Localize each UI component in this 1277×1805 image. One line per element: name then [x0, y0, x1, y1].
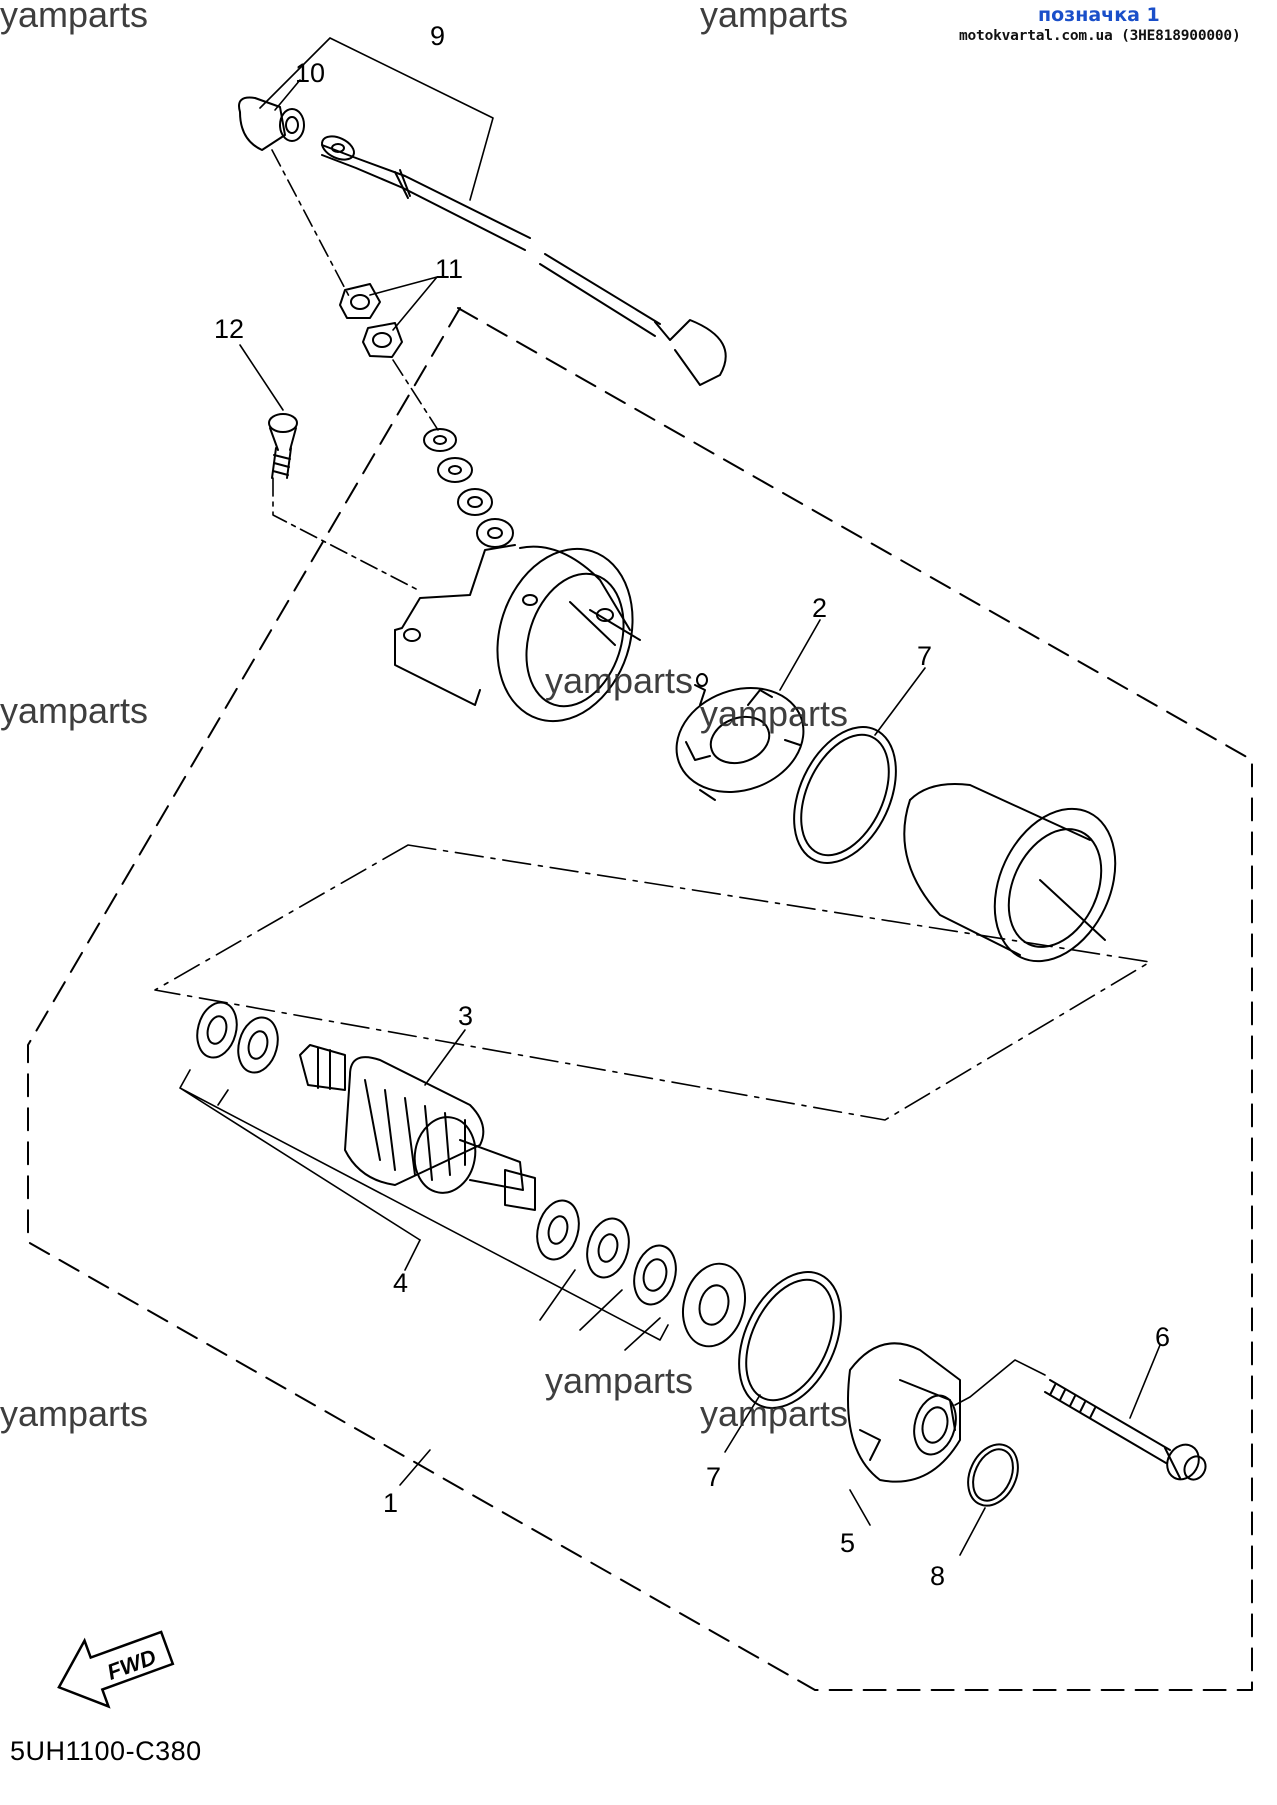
callout-labels-main: 12 2 7 3 4 6 7 5 8 1 — [214, 314, 1170, 1591]
leader-3 — [424, 1029, 466, 1086]
thrust-washers-left — [196, 1001, 279, 1074]
through-bolt-part-6 — [1044, 1379, 1207, 1481]
leader-11 — [369, 276, 438, 331]
leader-9-bracket — [259, 37, 494, 201]
diagram-code: 5UH1100-C380 — [10, 1736, 202, 1766]
leader-4 — [179, 1069, 669, 1351]
armature-part-3 — [299, 1044, 536, 1211]
dash-line-connector-nut — [271, 149, 351, 299]
armature-group-outline — [154, 844, 1151, 1121]
o-ring-part-7-top — [793, 726, 897, 864]
leader-7-top — [874, 667, 926, 736]
bolt-part-12 — [268, 413, 298, 479]
o-ring-part-8 — [967, 1443, 1019, 1507]
callout-9: 9 — [430, 21, 445, 51]
leader-4-stem — [404, 1239, 421, 1271]
leader-6 — [1129, 1344, 1161, 1419]
nut-part-11-a — [339, 283, 381, 319]
yoke-body — [903, 783, 1117, 963]
front-cover-part-5 — [847, 1342, 961, 1483]
watermark-lower-center-a: yamparts — [545, 1360, 694, 1401]
watermark-mid-left: yamparts — [0, 690, 149, 731]
callout-6: 6 — [1155, 1322, 1170, 1352]
callout-7-bottom: 7 — [706, 1462, 721, 1492]
watermark-mid-center-a: yamparts — [545, 660, 694, 701]
callout-5: 5 — [840, 1528, 855, 1558]
leader-1 — [399, 1449, 431, 1486]
watermark-mid-center-b: yamparts — [700, 693, 849, 734]
leader-5 — [849, 1489, 871, 1526]
callout-3: 3 — [458, 1001, 473, 1031]
header-subtitle: motokvartal.com.ua (3HE818900000) — [959, 28, 1241, 44]
washer-stack — [423, 428, 514, 548]
leader-7-bottom — [724, 1394, 761, 1453]
callout-2: 2 — [812, 593, 827, 623]
callout-11: 11 — [435, 254, 463, 284]
rear-cover-housing — [394, 544, 641, 723]
dash-line-washers — [392, 359, 439, 431]
terminal-cover-part-10 — [238, 96, 305, 151]
header-title: позначка 1 — [1038, 4, 1160, 26]
callout-12-text: 12 — [214, 314, 244, 344]
cable-part-9 — [321, 135, 727, 386]
callout-4: 4 — [393, 1268, 408, 1298]
callout-10: 10 — [295, 58, 325, 88]
brush-plate-part-2 — [675, 673, 805, 801]
leader-12 — [239, 344, 284, 411]
callout-7-top: 7 — [917, 641, 932, 671]
leader-8 — [959, 1507, 986, 1556]
o-ring-part-7-bottom — [738, 1271, 842, 1409]
leader-2 — [779, 619, 821, 691]
dash-line-bolt-housing — [272, 477, 419, 591]
watermark-top-left: yamparts — [0, 0, 149, 35]
watermark-lower-left: yamparts — [0, 1393, 149, 1434]
washers-right — [536, 1199, 746, 1348]
leader-6-bracket — [954, 1359, 1046, 1406]
assembly-outline-dashed — [27, 307, 1253, 1691]
callout-8: 8 — [930, 1561, 945, 1591]
watermark-lower-center-b: yamparts — [700, 1393, 849, 1434]
callout-labels: 9 10 11 1 — [295, 21, 463, 284]
watermark-top-center: yamparts — [700, 0, 849, 35]
nut-part-11-b — [362, 322, 403, 358]
fwd-arrow: FWD — [57, 1630, 175, 1709]
callout-1: 1 — [383, 1488, 398, 1518]
leader-10 — [274, 79, 301, 111]
